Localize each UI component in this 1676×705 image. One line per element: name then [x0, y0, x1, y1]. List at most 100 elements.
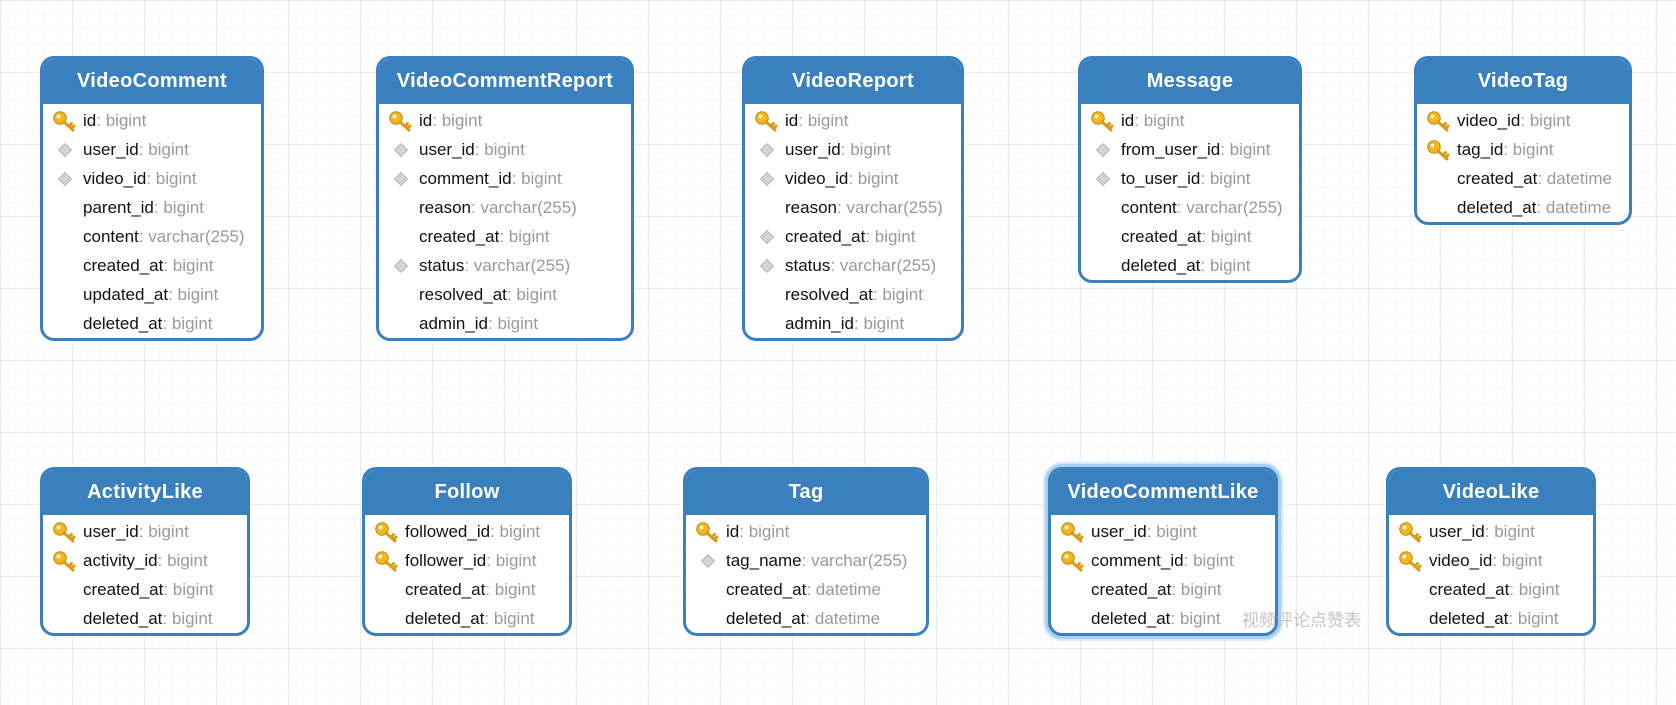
field-name: to_user_id	[1121, 169, 1201, 188]
field-type: bigint	[739, 522, 789, 541]
field-row[interactable]: video_idbigint	[745, 164, 961, 193]
field-row[interactable]: comment_idbigint	[379, 164, 631, 193]
field-row[interactable]: from_user_idbigint	[1081, 135, 1299, 164]
field-type: bigint	[1201, 227, 1251, 246]
table-message[interactable]: Messageidbigintfrom_user_idbigintto_user…	[1078, 56, 1302, 283]
field-row[interactable]: idbigint	[1081, 106, 1299, 135]
field-row[interactable]: video_idbigint	[1389, 546, 1593, 575]
field-row[interactable]: user_idbigint	[745, 135, 961, 164]
field-row[interactable]: video_idbigint	[1417, 106, 1629, 135]
field-list: idbigintuser_idbigintvideo_idbigintreaso…	[745, 104, 961, 338]
field-type: bigint	[490, 522, 540, 541]
field-row[interactable]: followed_idbigint	[365, 517, 569, 546]
field-name: id	[726, 522, 740, 541]
diamond-icon	[754, 254, 780, 278]
field-row[interactable]: reasonvarchar(255)	[379, 193, 631, 222]
field-row[interactable]: reasonvarchar(255)	[745, 193, 961, 222]
field-name: resolved_at	[785, 285, 873, 304]
table-tag[interactable]: Tagidbiginttag_namevarchar(255)created_a…	[683, 467, 929, 636]
field-row[interactable]: idbigint	[43, 106, 261, 135]
field-name: created_at	[419, 227, 500, 246]
field-row[interactable]: deleted_atbigint	[365, 604, 569, 633]
field-row[interactable]: admin_idbigint	[745, 309, 961, 338]
table-videoreport[interactable]: VideoReportidbigintuser_idbigintvideo_id…	[742, 56, 964, 341]
field-row[interactable]: tag_namevarchar(255)	[686, 546, 926, 575]
field-row[interactable]: updated_atbigint	[43, 280, 261, 309]
field-row[interactable]: created_atbigint	[43, 251, 261, 280]
table-activitylike[interactable]: ActivityLikeuser_idbigintactivity_idbigi…	[40, 467, 250, 636]
field-row[interactable]: activity_idbigint	[43, 546, 247, 575]
table-videocommentlike[interactable]: VideoCommentLikeuser_idbigintcomment_idb…	[1048, 467, 1278, 636]
field-row[interactable]: idbigint	[686, 517, 926, 546]
field-row[interactable]: created_atbigint	[379, 222, 631, 251]
field-name: user_id	[83, 522, 139, 541]
field-row[interactable]: idbigint	[745, 106, 961, 135]
field-row[interactable]: deleted_atdatetime	[686, 604, 926, 633]
field-row[interactable]: video_idbigint	[43, 164, 261, 193]
field-row[interactable]: user_idbigint	[43, 517, 247, 546]
field-row[interactable]: contentvarchar(255)	[1081, 193, 1299, 222]
field-name: deleted_at	[405, 609, 485, 628]
field-name: id	[1121, 111, 1135, 130]
field-type: bigint	[163, 580, 213, 599]
field-type: bigint	[512, 169, 562, 188]
field-row[interactable]: statusvarchar(255)	[379, 251, 631, 280]
field-row[interactable]: created_atbigint	[745, 222, 961, 251]
field-row[interactable]: idbigint	[379, 106, 631, 135]
field-type: bigint	[162, 609, 212, 628]
field-row[interactable]: user_idbigint	[1051, 517, 1275, 546]
diamond-icon	[1090, 167, 1116, 191]
field-name: deleted_at	[83, 314, 163, 333]
field-type: bigint	[146, 169, 196, 188]
field-row[interactable]: created_atbigint	[365, 575, 569, 604]
field-name: deleted_at	[1091, 609, 1171, 628]
field-name: created_at	[405, 580, 486, 599]
field-list: video_idbiginttag_idbigintcreated_atdate…	[1417, 104, 1629, 222]
field-type: bigint	[1503, 140, 1553, 159]
field-row[interactable]: user_idbigint	[379, 135, 631, 164]
field-row[interactable]: parent_idbigint	[43, 193, 261, 222]
table-follow[interactable]: Followfollowed_idbigintfollower_idbigint…	[362, 467, 572, 636]
key-icon	[52, 520, 78, 544]
field-name: video_id	[785, 169, 849, 188]
field-row[interactable]: deleted_atbigint	[1051, 604, 1275, 633]
field-row[interactable]: deleted_atbigint	[1081, 251, 1299, 280]
field-row[interactable]: deleted_atbigint	[43, 309, 261, 338]
table-videocomment[interactable]: VideoCommentidbigintuser_idbigintvideo_i…	[40, 56, 264, 341]
field-row[interactable]: created_atbigint	[1081, 222, 1299, 251]
key-icon	[1398, 549, 1424, 573]
field-type: bigint	[168, 285, 218, 304]
field-row[interactable]: created_atdatetime	[686, 575, 926, 604]
field-row[interactable]: deleted_atdatetime	[1417, 193, 1629, 222]
field-row[interactable]: to_user_idbigint	[1081, 164, 1299, 193]
field-row[interactable]: created_atbigint	[1389, 575, 1593, 604]
key-icon	[1426, 109, 1452, 133]
field-row[interactable]: created_atbigint	[43, 575, 247, 604]
key-icon	[1060, 520, 1086, 544]
field-row[interactable]: deleted_atbigint	[43, 604, 247, 633]
field-type: bigint	[1134, 111, 1184, 130]
table-videotag[interactable]: VideoTagvideo_idbiginttag_idbigintcreate…	[1414, 56, 1632, 225]
field-name: resolved_at	[419, 285, 507, 304]
field-row[interactable]: tag_idbigint	[1417, 135, 1629, 164]
diamond-icon	[754, 225, 780, 249]
field-type: varchar(255)	[802, 551, 908, 570]
field-row[interactable]: statusvarchar(255)	[745, 251, 961, 280]
field-row[interactable]: deleted_atbigint	[1389, 604, 1593, 633]
table-videocommentreport[interactable]: VideoCommentReportidbigintuser_idbigintc…	[376, 56, 634, 341]
field-type: datetime	[1537, 169, 1612, 188]
field-row[interactable]: resolved_atbigint	[379, 280, 631, 309]
field-list: followed_idbigintfollower_idbigintcreate…	[365, 515, 569, 633]
field-row[interactable]: user_idbigint	[43, 135, 261, 164]
field-row[interactable]: created_atbigint	[1051, 575, 1275, 604]
field-row[interactable]: comment_idbigint	[1051, 546, 1275, 575]
field-row[interactable]: admin_idbigint	[379, 309, 631, 338]
field-row[interactable]: follower_idbigint	[365, 546, 569, 575]
field-row[interactable]: created_atdatetime	[1417, 164, 1629, 193]
field-row[interactable]: user_idbigint	[1389, 517, 1593, 546]
key-icon	[52, 109, 78, 133]
field-row[interactable]: resolved_atbigint	[745, 280, 961, 309]
field-row[interactable]: contentvarchar(255)	[43, 222, 261, 251]
diamond-icon	[388, 167, 414, 191]
table-videolike[interactable]: VideoLikeuser_idbigintvideo_idbigintcrea…	[1386, 467, 1596, 636]
